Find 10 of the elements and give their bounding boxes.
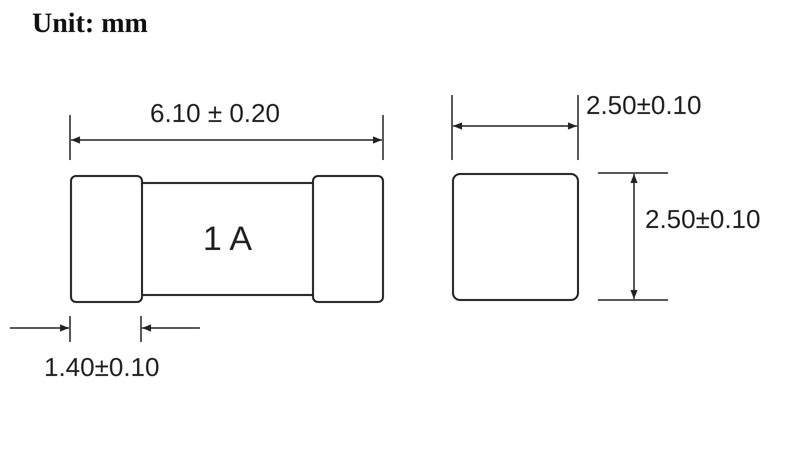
dimension-label: 2.50±0.10 <box>645 206 760 232</box>
rating-text: 1 A <box>202 220 252 258</box>
unit-heading: Unit: mm <box>32 8 148 40</box>
end-cap <box>70 175 143 303</box>
dimension-label: 6.10 ± 0.20 <box>150 100 280 126</box>
end-cap <box>312 175 384 303</box>
dimension-label: 2.50±0.10 <box>586 92 702 118</box>
fuse-body <box>141 182 314 296</box>
dimension-label: 1.40±0.10 <box>44 354 160 380</box>
end-view-square <box>452 173 579 301</box>
